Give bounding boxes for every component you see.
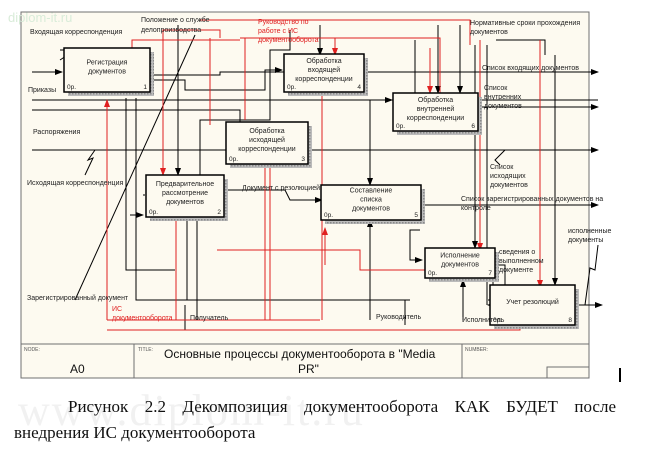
activity-box-5[interactable]: Составление списка документов 0р. 5 — [320, 184, 425, 224]
label-regulation-1: Положение о службе — [141, 16, 210, 24]
box-cost: 0р. — [428, 270, 437, 277]
node-value: A0 — [70, 362, 85, 376]
box-number: 3 — [301, 156, 305, 163]
label-outgoing: Исходящая корреспонденция — [27, 180, 123, 187]
caption-line-1: Рисунок 2.2 Декомпозиция документооборот… — [68, 397, 616, 416]
label-executed-docs-1: исполненные — [568, 228, 612, 235]
box-cost: 0р. — [396, 123, 405, 130]
box-frame — [392, 92, 479, 132]
box-label: Обработка — [418, 96, 453, 104]
box-label: документов — [88, 69, 126, 76]
box-label: Предварительное — [156, 181, 214, 188]
label-exec-info-1: сведения о — [499, 249, 535, 256]
box-number: 1 — [143, 84, 147, 91]
activity-box-8[interactable]: Учет резолюций 0р. 8 — [489, 284, 579, 329]
box-label: корреспонденции — [407, 115, 465, 122]
title-label: TITLE: — [138, 347, 153, 353]
label-outgoing-list-2: исходящих — [490, 173, 526, 180]
number-label: NUMBER: — [465, 347, 488, 353]
label-internal-list-3: документов — [484, 103, 522, 110]
label-outgoing-list-1: Список — [490, 164, 514, 171]
title-block: NODE: A0 TITLE: Основные процессы докуме… — [20, 343, 621, 382]
label-internal-list-2: внутренних — [484, 94, 522, 101]
box-frame — [424, 247, 496, 279]
figure-caption: Рисунок 2.2 Декомпозиция документооборот… — [0, 394, 640, 446]
box-number: 4 — [357, 84, 361, 91]
label-registered-list-2: контроле — [461, 205, 491, 212]
box-frame — [145, 174, 225, 218]
box-label: корреспонденции — [238, 146, 296, 153]
label-is-1: ИС — [112, 306, 122, 313]
red-arrows — [104, 19, 543, 331]
label-incoming-list: Список входящих документов — [482, 65, 579, 72]
watermark-bottom: www.diplom-it.ru — [18, 386, 365, 435]
box-frame — [225, 121, 309, 165]
label-doc-resolution: Документ с резолюцией — [242, 184, 320, 192]
box-number: 7 — [488, 270, 492, 277]
box-cost: 0р. — [149, 209, 158, 216]
label-manager: Руководитель — [376, 314, 421, 321]
box-label: документов — [352, 206, 390, 213]
box-label: Исполнение — [440, 253, 480, 260]
label-regulation-2: делопроизводства — [141, 27, 201, 34]
activity-box-7[interactable]: Исполнение документов 0р. 7 — [424, 247, 499, 282]
box-number: 2 — [217, 209, 221, 216]
label-management-1: Руководство по — [258, 19, 309, 26]
box-label: Учет резолюций — [506, 298, 559, 306]
label-deadlines-1: Нормативные сроки прохождения — [470, 20, 580, 27]
label-executed-docs-2: документы — [568, 237, 603, 244]
box-label: списка — [360, 197, 382, 204]
label-management-2: работе с ИС — [258, 27, 298, 35]
label-management-3: документооборота — [258, 36, 319, 44]
watermark: diplom-it.ru — [8, 10, 73, 25]
box-number: 6 — [471, 123, 475, 130]
label-directives: Распоряжения — [33, 129, 80, 136]
box-label: Обработка — [249, 127, 284, 135]
box-label: Составление — [350, 188, 393, 195]
title-line-2: PR" — [298, 362, 319, 376]
box-label: исходящей — [249, 136, 285, 144]
box-label: входящей — [308, 66, 340, 74]
box-label: внутренней — [417, 105, 455, 113]
black-arrows — [32, 25, 603, 330]
label-executor: Исполнитель — [462, 317, 505, 324]
box-label: Регистрация — [87, 60, 128, 67]
box-cost: 0р. — [287, 84, 296, 91]
box-frame — [63, 47, 151, 93]
label-orders: Приказы — [28, 87, 56, 94]
node-label: NODE: — [24, 347, 40, 353]
label-deadlines-2: документов — [470, 29, 508, 36]
box-number: 8 — [568, 317, 572, 324]
box-label: корреспонденции — [295, 76, 353, 83]
box-frame — [320, 184, 422, 221]
activity-box-2[interactable]: Предварительное рассмотрение документов 0р.… — [145, 174, 228, 221]
box-label: документов — [166, 199, 204, 206]
label-outgoing-list-3: документов — [490, 182, 528, 189]
label-registered-list-1: Список зарегистрированных документов на — [461, 196, 603, 203]
box-label: документов — [441, 262, 479, 269]
box-cost: 0р. — [324, 212, 333, 219]
label-registered-doc: Зарегистрированный документ — [27, 294, 129, 302]
title-line-1: Основные процессы документооборота в "Me… — [164, 347, 436, 361]
box-label: Обработка — [306, 57, 341, 65]
box-frame — [283, 53, 365, 93]
label-recipient: Получатель — [190, 315, 229, 322]
label-exec-info-3: документе — [499, 267, 533, 274]
label-internal-list-1: Список — [484, 85, 508, 92]
label-is-2: документооборота — [112, 314, 173, 322]
label-exec-info-2: выполненном — [499, 258, 544, 265]
box-frame — [489, 284, 576, 326]
label-incoming: Входящая корреспонденция — [30, 29, 123, 36]
idef0-diagram: Регистрация документов 0р. 1Предварительное… — [20, 11, 621, 382]
activity-box-1[interactable]: Регистрация документов 0р. 1 — [63, 47, 154, 96]
box-cost: 0р. — [229, 156, 238, 163]
box-number: 5 — [414, 212, 418, 219]
caption-line-2: внедрения ИС документооборота — [14, 423, 256, 442]
box-cost: 0р. — [67, 84, 76, 91]
box-label: рассмотрение — [162, 190, 208, 197]
box-cost: 0р. — [493, 317, 502, 324]
